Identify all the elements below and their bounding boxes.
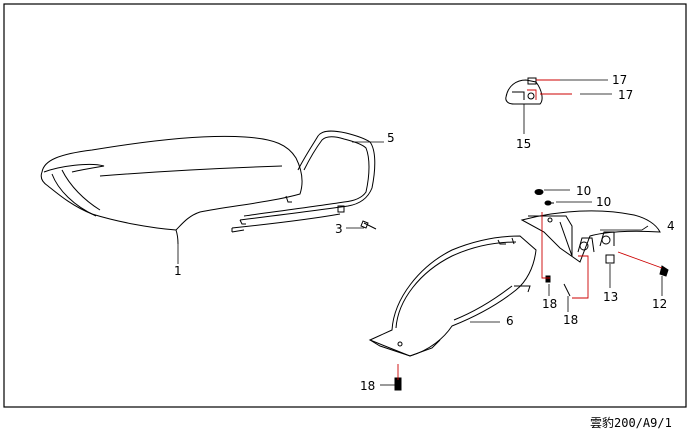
callout-18a: 18 <box>542 297 557 311</box>
leader-lines <box>177 79 663 386</box>
callout-13: 13 <box>603 290 618 304</box>
callout-17b: 17 <box>618 88 633 102</box>
bracket-part-15 <box>505 77 543 105</box>
fasteners <box>394 189 669 391</box>
callout-10a: 10 <box>576 184 591 198</box>
bolt-part-3 <box>360 220 377 230</box>
callout-15: 15 <box>516 137 531 151</box>
callout-3: 3 <box>335 222 343 236</box>
rear-fender-part-4 <box>520 210 661 263</box>
inner-fender-part-6 <box>368 235 537 357</box>
callout-18b: 18 <box>563 313 578 327</box>
callout-4: 4 <box>667 219 675 233</box>
drawing-code: 雲豹200/A9/1 <box>590 416 672 430</box>
callout-5: 5 <box>387 131 395 145</box>
callout-10b: 10 <box>596 195 611 209</box>
diagram-frame <box>3 3 687 408</box>
seat-part <box>40 135 303 245</box>
grab-handle-part <box>231 130 376 233</box>
red-leader-lines <box>397 79 663 380</box>
callout-12: 12 <box>652 297 667 311</box>
callout-6: 6 <box>506 314 514 328</box>
callout-17a: 17 <box>612 73 627 87</box>
callout-1: 1 <box>174 264 182 278</box>
callout-18c: 18 <box>360 379 375 393</box>
